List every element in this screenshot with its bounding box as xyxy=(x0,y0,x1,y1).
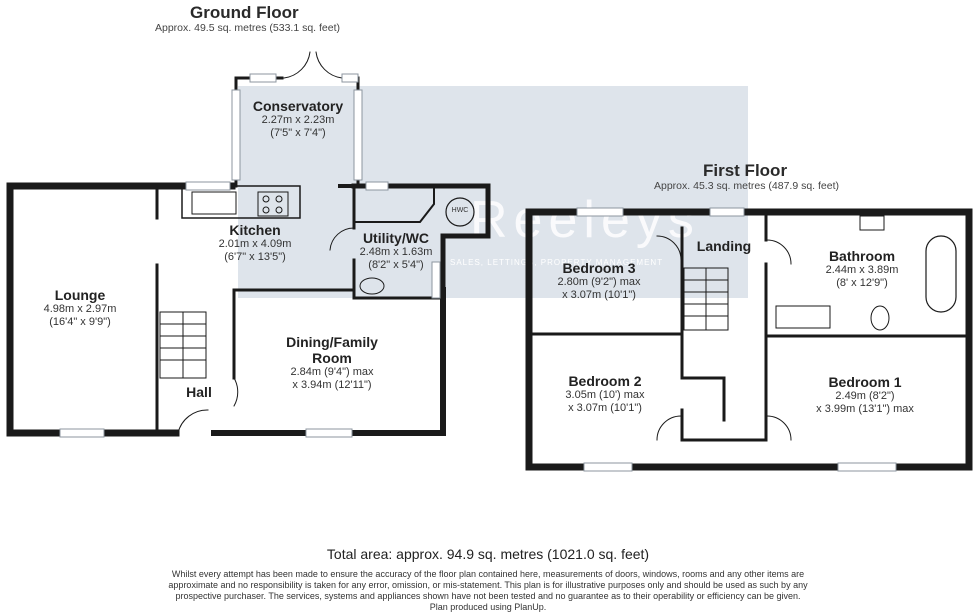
room-dim: x 3.07m (10'1") xyxy=(562,289,636,301)
bath-door-arc xyxy=(766,239,792,265)
room-dim: (7'5" x 7'4") xyxy=(270,127,326,139)
bath-sink xyxy=(859,215,885,231)
shower-tray xyxy=(775,305,831,329)
first-floor-title: First Floor xyxy=(703,161,788,180)
room-kitchen: Kitchen 2.01m x 4.09m (6'7" x 13'5") xyxy=(200,222,310,264)
room-landing: Landing xyxy=(684,238,764,254)
room-dim: 2.84m (9'4") max xyxy=(290,366,374,378)
room-dim: (8'2" x 5'4") xyxy=(368,259,424,271)
room-dim: x 3.99m (13'1") max xyxy=(816,403,914,415)
room-dim: (8' x 12'9") xyxy=(836,277,888,289)
stairs-ground xyxy=(159,311,207,379)
room-dim: (6'7" x 13'5") xyxy=(224,251,286,263)
watermark xyxy=(238,86,748,298)
hwc-cylinder xyxy=(445,197,475,227)
room-lounge: Lounge 4.98m x 2.97m (16'4" x 9'9") xyxy=(20,287,140,329)
utility-walls xyxy=(351,183,491,293)
stairs-first xyxy=(683,267,729,331)
bath-toilet xyxy=(870,305,890,331)
bath-tub xyxy=(925,235,957,313)
front-door-arc xyxy=(177,409,209,434)
first-floor-area: Approx. 45.3 sq. metres (487.9 sq. feet) xyxy=(654,180,840,192)
room-dim: 2.49m (8'2") xyxy=(835,390,895,402)
room-dim: 2.80m (9'2") max xyxy=(557,276,641,288)
window-utility-top xyxy=(365,181,389,191)
room-dim: (16'4" x 9'9") xyxy=(49,316,111,328)
window-conservatory-left xyxy=(231,89,241,181)
disclaimer: Whilst every attempt has been made to en… xyxy=(0,569,976,613)
window-conservatory-right xyxy=(353,89,363,181)
bed2-door-arc xyxy=(656,415,682,441)
kitchen-worktop xyxy=(181,185,301,219)
room-hall: Hall xyxy=(176,384,222,400)
ground-floor-title: Ground Floor xyxy=(190,3,299,22)
room-name: Dining/Family xyxy=(286,334,378,350)
room-name-line2: Room xyxy=(312,350,352,366)
disclaimer-line: Plan produced using PlanUp. xyxy=(429,602,547,612)
room-utility: Utility/WC 2.48m x 1.63m (8'2" x 5'4") xyxy=(348,230,444,272)
total-area: Total area: approx. 94.9 sq. metres (102… xyxy=(326,546,650,562)
window-landing xyxy=(709,207,745,217)
utility-cupboard xyxy=(353,185,435,223)
room-dim: x 3.94m (12'11") xyxy=(292,379,372,391)
room-bedroom3: Bedroom 3 2.80m (9'2") max x 3.07m (10'1… xyxy=(540,260,658,302)
kitchen-sink xyxy=(191,191,237,215)
watermark-text: Reeleys xyxy=(470,191,700,249)
room-name: Bedroom 3 xyxy=(562,260,636,276)
cupboard xyxy=(680,376,726,422)
window-conservatory-tl xyxy=(249,73,277,83)
ground-floor-area: Approx. 49.5 sq. metres (533.1 sq. feet) xyxy=(155,22,341,34)
window-utility-side xyxy=(431,261,441,299)
room-dim: 2.48m x 1.63m xyxy=(359,246,433,258)
watermark-tagline: SALES, LETTINGS, PROPERTY MANAGEMENT xyxy=(450,258,664,267)
room-bathroom: Bathroom 2.44m x 3.89m (8' x 12'9") xyxy=(812,248,912,290)
window-conservatory-tr xyxy=(341,73,359,83)
window-kitchen xyxy=(185,181,231,191)
kitchen-hob xyxy=(257,191,289,217)
room-bedroom2: Bedroom 2 3.05m (10') max x 3.07m (10'1"… xyxy=(546,373,664,415)
room-name: Landing xyxy=(696,238,752,254)
room-name: Bedroom 2 xyxy=(568,373,642,389)
front-wall xyxy=(211,287,446,436)
window-dining xyxy=(305,428,353,438)
disclaimer-line: prospective purchaser. The services, sys… xyxy=(175,591,801,601)
room-name: Hall xyxy=(186,384,212,400)
window-bed3 xyxy=(576,207,624,217)
conservatory-doors xyxy=(283,51,343,79)
disclaimer-line: Whilst every attempt has been made to en… xyxy=(171,569,805,579)
room-conservatory: Conservatory 2.27m x 2.23m (7'5" x 7'4") xyxy=(238,98,358,140)
utility-toilet xyxy=(359,277,385,295)
bedroom2-right xyxy=(680,332,768,442)
room-dim: 2.44m x 3.89m xyxy=(825,264,899,276)
room-name: Lounge xyxy=(54,287,106,303)
bed1-door-arc xyxy=(766,415,792,441)
hwc-label: HWC xyxy=(451,207,469,214)
room-name: Conservatory xyxy=(252,98,344,114)
room-dining: Dining/Family Room 2.84m (9'4") max x 3.… xyxy=(262,334,402,392)
room-dim: x 3.07m (10'1") xyxy=(568,402,642,414)
hall-door-arc xyxy=(233,377,239,407)
room-bedroom1: Bedroom 1 2.49m (8'2") x 3.99m (13'1") m… xyxy=(798,374,932,416)
bed3-door-arc xyxy=(656,235,682,261)
first-floor-outer xyxy=(525,208,973,471)
room-name: Bedroom 1 xyxy=(828,374,902,390)
room-dim: 4.98m x 2.97m xyxy=(43,303,117,315)
room-name: Kitchen xyxy=(229,222,281,238)
room-dim: 2.01m x 4.09m xyxy=(218,238,292,250)
window-bed2 xyxy=(583,462,633,472)
room-dim: 3.05m (10') max xyxy=(565,389,645,401)
room-name: Bathroom xyxy=(828,248,896,264)
room-dim: 2.27m x 2.23m xyxy=(261,114,335,126)
window-lounge xyxy=(59,428,105,438)
lounge-walls xyxy=(6,182,180,437)
utility-door-arc xyxy=(329,227,355,251)
disclaimer-line: approximate and no responsibility is tak… xyxy=(168,580,808,590)
room-name: Utility/WC xyxy=(362,230,430,246)
window-bed1 xyxy=(837,462,897,472)
